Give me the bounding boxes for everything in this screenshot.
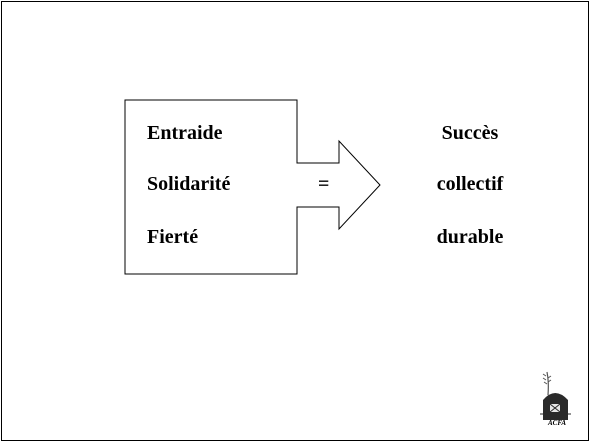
right-term-succes: Succès: [441, 122, 499, 144]
equals-sign: =: [318, 173, 330, 195]
left-term-entraide: Entraide: [147, 122, 223, 144]
barn-wheat-logo-icon: [540, 371, 571, 420]
left-term-fierte: Fierté: [147, 226, 199, 248]
logo-acfa-text: ACFA: [548, 419, 567, 427]
right-term-durable: durable: [436, 226, 504, 248]
left-term-solidarite: Solidarité: [147, 173, 231, 195]
box-arrow-shape: [124, 99, 381, 275]
right-term-collectif: collectif: [436, 173, 504, 195]
